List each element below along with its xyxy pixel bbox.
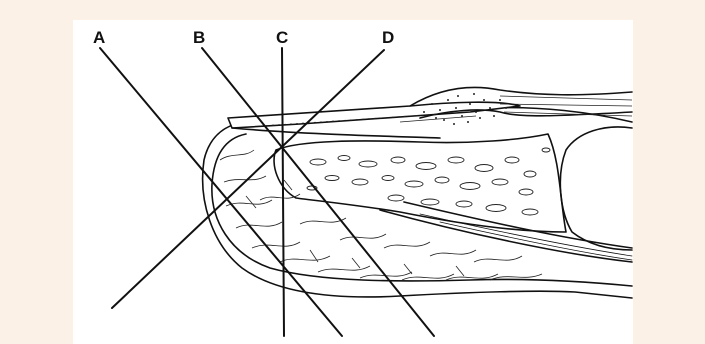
leader-line-a <box>100 48 342 336</box>
leader-line-b <box>202 48 434 336</box>
leader-line-c <box>282 48 284 336</box>
joint-space <box>560 127 632 250</box>
label-b: B <box>193 28 205 47</box>
pulp-septa <box>220 150 542 280</box>
nail-bed-line <box>232 128 440 138</box>
label-d: D <box>382 28 394 47</box>
distal-phalanx <box>274 134 566 232</box>
nail-plate <box>228 102 520 128</box>
label-c: C <box>276 28 288 47</box>
label-a: A <box>93 28 105 47</box>
bone-trabeculae <box>307 148 550 215</box>
